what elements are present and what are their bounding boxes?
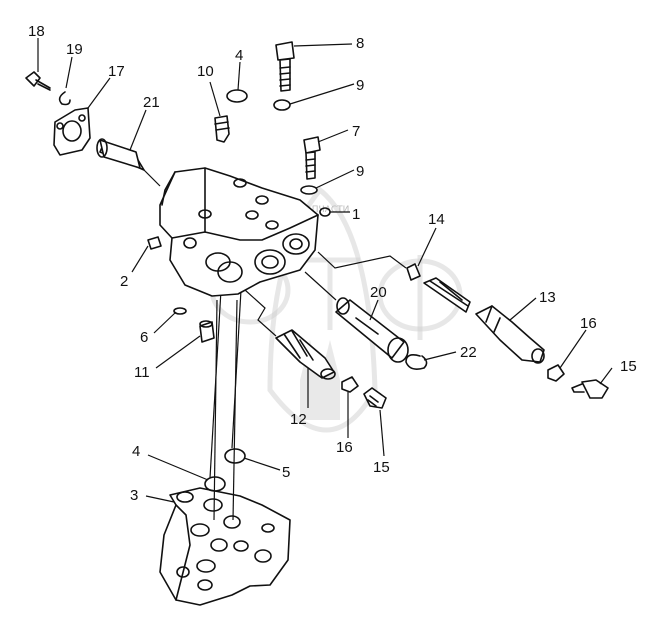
small-plug (147, 236, 162, 250)
callout-9-lower: 9 (356, 163, 364, 180)
clevis-bolt-right (571, 379, 609, 399)
bushing-tube (96, 138, 161, 187)
callout-21: 21 (143, 94, 160, 111)
callout-9-upper: 9 (356, 77, 364, 94)
callout-11: 11 (134, 364, 150, 381)
callout-15-right: 15 (620, 358, 637, 375)
callout-5: 5 (282, 464, 290, 481)
callout-22: 22 (460, 344, 477, 361)
valve-plate (159, 487, 291, 606)
o-ring-upper (226, 89, 248, 103)
callout-4-upper: 4 (235, 47, 243, 64)
spool-valve (275, 329, 336, 380)
nut-lower (341, 376, 359, 393)
sleeve-small (199, 320, 215, 343)
o-ring-lower-right (224, 448, 246, 464)
alignment-lines (209, 289, 242, 521)
callout-10: 10 (197, 63, 214, 80)
callout-1: 1 (352, 206, 360, 223)
callout-3: 3 (130, 487, 138, 504)
callout-12: 12 (290, 411, 307, 428)
nut-right (547, 364, 565, 382)
bolt-medium (303, 136, 321, 180)
callout-17: 17 (108, 63, 125, 80)
assembly-guide-lines (244, 251, 407, 337)
callout-4-lower: 4 (132, 443, 140, 460)
callout-8: 8 (356, 35, 364, 52)
retaining-ring (405, 354, 428, 370)
callout-13: 13 (539, 289, 556, 306)
clevis-bolt-lower (363, 387, 387, 409)
shaft-assembly (423, 277, 545, 364)
washer-lower (300, 185, 318, 195)
spring-small (406, 263, 421, 281)
plug-fitting (214, 115, 230, 143)
bolt-long (275, 41, 295, 92)
callout-19: 19 (66, 41, 83, 58)
bolt-small (25, 71, 51, 91)
o-ring-small (173, 307, 187, 315)
callout-16-lower: 16 (336, 439, 353, 456)
valve-body (159, 167, 331, 297)
callout-16-right: 16 (580, 315, 597, 332)
snap-ring (58, 91, 71, 106)
callout-labels: 18 19 17 21 10 4 8 9 7 9 1 14 2 20 13 6 … (28, 23, 637, 504)
callout-18: 18 (28, 23, 45, 40)
callout-20: 20 (370, 284, 387, 301)
leader-lines (37, 38, 613, 503)
piston (335, 297, 409, 363)
callout-2: 2 (120, 273, 128, 290)
callout-15-lower: 15 (373, 459, 390, 476)
cover-plate (53, 107, 91, 156)
callout-7: 7 (352, 123, 360, 140)
callout-6: 6 (140, 329, 148, 346)
washer-upper (273, 99, 291, 111)
callout-14: 14 (428, 211, 445, 228)
